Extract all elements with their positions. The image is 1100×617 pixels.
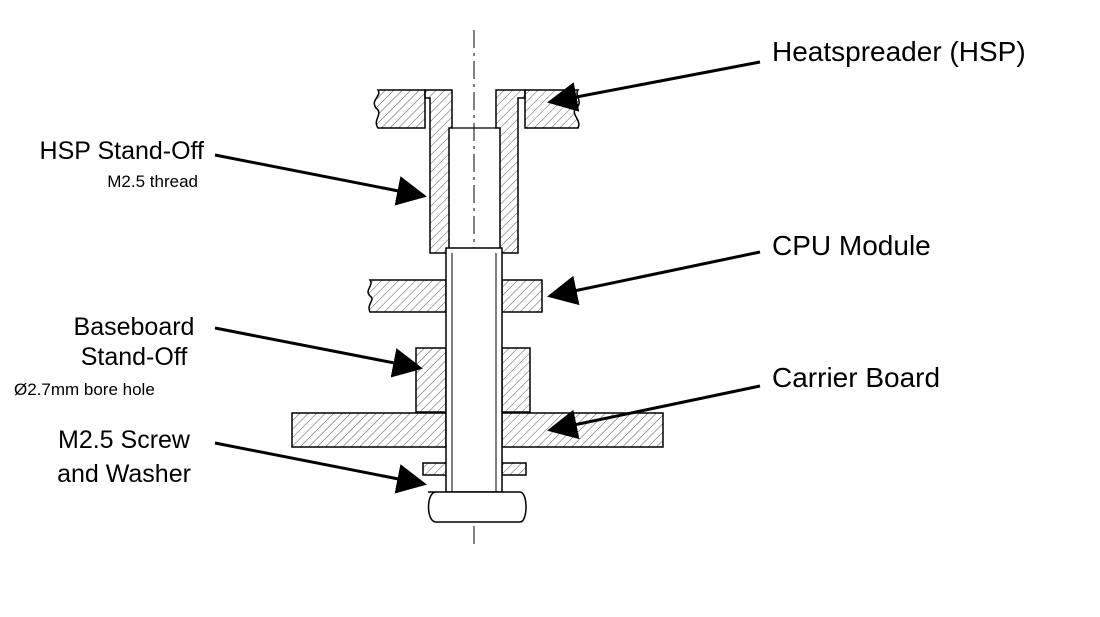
carrier-board-leader-arrow: [547, 384, 761, 440]
baseboard-standoff-leader-arrow: [214, 326, 423, 378]
baseboard-note: Ø2.7mm bore hole: [14, 380, 155, 399]
hsp-standoff-leader-arrow: [214, 153, 427, 206]
screw-label-line2: and Washer: [57, 460, 191, 488]
baseboard-label-line1: Baseboard: [73, 313, 195, 341]
heatspreader-label: Heatspreader (HSP): [772, 36, 1026, 67]
screw-label-line1: M2.5 Screw: [58, 426, 190, 454]
baseboard-label-line2: Stand-Off: [80, 343, 188, 371]
screw-leader-arrow: [214, 441, 427, 494]
cpu-module-board: [367, 279, 543, 313]
carrier-board-label: Carrier Board: [772, 362, 941, 393]
cpu-module-label: CPU Module: [772, 230, 931, 261]
m25-screw: [427, 247, 527, 523]
hsp-standoff: [424, 89, 526, 254]
hsp-standoff-label: HSP Stand-Off: [39, 137, 204, 165]
heatspreader-plate: [373, 89, 580, 129]
hsp-standoff-note: M2.5 thread: [107, 172, 198, 191]
cpu-module-leader-arrow: [547, 250, 761, 306]
heatspreader-leader-arrow: [547, 60, 761, 112]
